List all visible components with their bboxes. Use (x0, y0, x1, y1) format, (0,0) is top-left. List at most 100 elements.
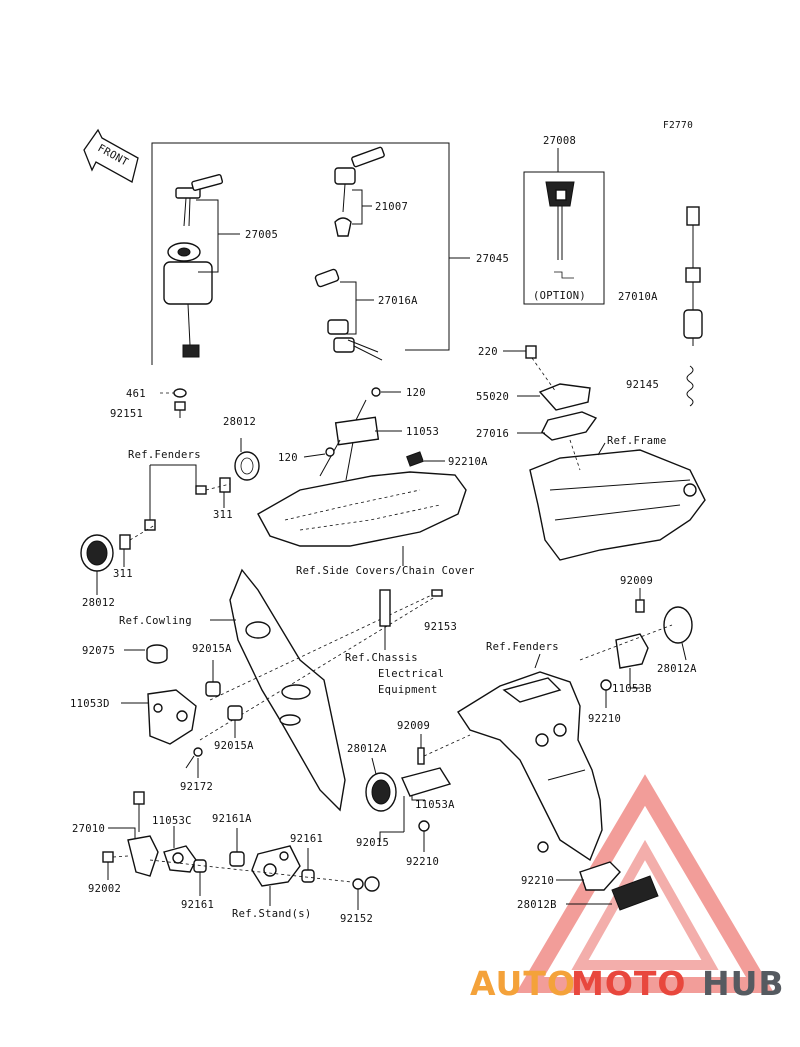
label-27008: 27008 (543, 135, 576, 147)
stand-bracket (251, 845, 301, 887)
label-92075: 92075 (82, 645, 115, 657)
label-92161-a: 92161 (290, 833, 323, 845)
label-120-a: 120 (406, 387, 426, 399)
seat-lock-55020 (531, 357, 598, 441)
label-27016: 27016 (476, 428, 509, 440)
nut-92152 (352, 876, 380, 892)
ref-chassis-1: Ref.Chassis (345, 652, 418, 664)
label-92151: 92151 (110, 408, 143, 420)
reflector-28012-top (234, 438, 260, 481)
rear-fender (457, 671, 621, 891)
side-cover (257, 471, 467, 566)
chassis-rod (379, 589, 391, 650)
label-220: 220 (478, 346, 498, 358)
label-27010: 27010 (72, 823, 105, 835)
cap-92075 (146, 644, 168, 664)
ref-chassis-3: Equipment (378, 684, 438, 696)
bracket-11053 (319, 387, 381, 481)
reflector-28012A-a (663, 606, 693, 644)
label-27010A: 27010A (618, 291, 658, 303)
label-120-b: 120 (278, 452, 298, 464)
collar-92161-a (301, 869, 315, 883)
wm-moto: MOTO (571, 964, 686, 1003)
ref-fenders-a: Ref.Fenders (128, 449, 201, 461)
bolt-92009-a (635, 599, 645, 613)
cowling-panel (229, 568, 346, 812)
label-461: 461 (126, 388, 146, 400)
key-set-27016A (314, 268, 383, 361)
bracket-11053D (147, 689, 197, 745)
grommet-92015A-a (205, 681, 221, 697)
label-28012-bottom: 28012 (82, 597, 115, 609)
label-11053D: 11053D (70, 698, 110, 710)
label-92002: 92002 (88, 883, 121, 895)
frame-section (529, 439, 706, 561)
option-key-27008 (523, 148, 605, 305)
label-28012-top: 28012 (223, 416, 256, 428)
ref-side-covers: Ref.Side Covers/Chain Cover (296, 565, 475, 577)
label-92009-b: 92009 (397, 720, 430, 732)
front-arrow-icon (83, 128, 139, 183)
spring-92145 (686, 365, 694, 407)
label-28012B: 28012B (517, 899, 557, 911)
switch-27010 (127, 791, 159, 877)
reflector-28012B (611, 875, 659, 911)
bolt-92151 (174, 401, 186, 418)
reflector-28012-bottom (80, 534, 114, 595)
option-label: (OPTION) (533, 290, 586, 302)
label-92210-a: 92210 (588, 713, 621, 725)
label-92210-b: 92210 (406, 856, 439, 868)
bracket-11053C (163, 845, 197, 873)
nut-92210A (406, 451, 424, 467)
automotohub-wordmark: AUTO MOTO HUB (470, 964, 785, 1003)
label-27045: 27045 (476, 253, 509, 265)
label-92161A: 92161A (212, 813, 252, 825)
bolt-92002 (102, 851, 129, 863)
label-92009-a: 92009 (620, 575, 653, 587)
label-92152: 92152 (340, 913, 373, 925)
label-11053A: 11053A (415, 799, 455, 811)
spacer-311-b (119, 519, 156, 550)
label-92015A-a: 92015A (192, 643, 232, 655)
pin-220 (525, 345, 537, 359)
label-92210A: 92210A (448, 456, 488, 468)
collar-92161A (229, 851, 245, 867)
bolt-92153 (431, 589, 443, 597)
grommet-92015A-b (227, 705, 243, 721)
ref-cowling: Ref.Cowling (119, 615, 192, 627)
label-311-b: 311 (113, 568, 133, 580)
label-92145: 92145 (626, 379, 659, 391)
nut-92210-c (537, 841, 549, 853)
label-92210-c: 92210 (521, 875, 554, 887)
key-set-27005 (163, 174, 224, 358)
kit-bracket-27045 (151, 142, 470, 365)
label-27016A: 27016A (378, 295, 418, 307)
bolt-92172 (185, 747, 203, 769)
label-92172: 92172 (180, 781, 213, 793)
label-28012A-a: 28012A (657, 663, 697, 675)
wm-auto: AUTO (470, 964, 576, 1003)
label-311-a: 311 (213, 509, 233, 521)
label-11053: 11053 (406, 426, 439, 438)
label-92015A-b: 92015A (214, 740, 254, 752)
label-92161-b: 92161 (181, 899, 214, 911)
wm-hub: HUB (702, 964, 785, 1003)
label-28012A-b: 28012A (347, 743, 387, 755)
ref-stand: Ref.Stand(s) (232, 908, 311, 920)
nut-92210-b (418, 820, 430, 832)
label-92153: 92153 (424, 621, 457, 633)
label-21007: 21007 (375, 201, 408, 213)
nut-461 (160, 388, 187, 398)
label-55020: 55020 (476, 391, 509, 403)
nut-92210-a (600, 679, 612, 691)
key-blank-21007 (334, 146, 385, 237)
reflector-28012A-b (365, 772, 397, 812)
label-27005: 27005 (245, 229, 278, 241)
bracket-11053A (401, 767, 452, 832)
label-11053B: 11053B (612, 683, 652, 695)
label-11053C: 11053C (152, 815, 192, 827)
bracket-11053B (615, 633, 649, 669)
figure-code: F2770 (663, 120, 693, 131)
ref-fenders-b: Ref.Fenders (486, 641, 559, 653)
